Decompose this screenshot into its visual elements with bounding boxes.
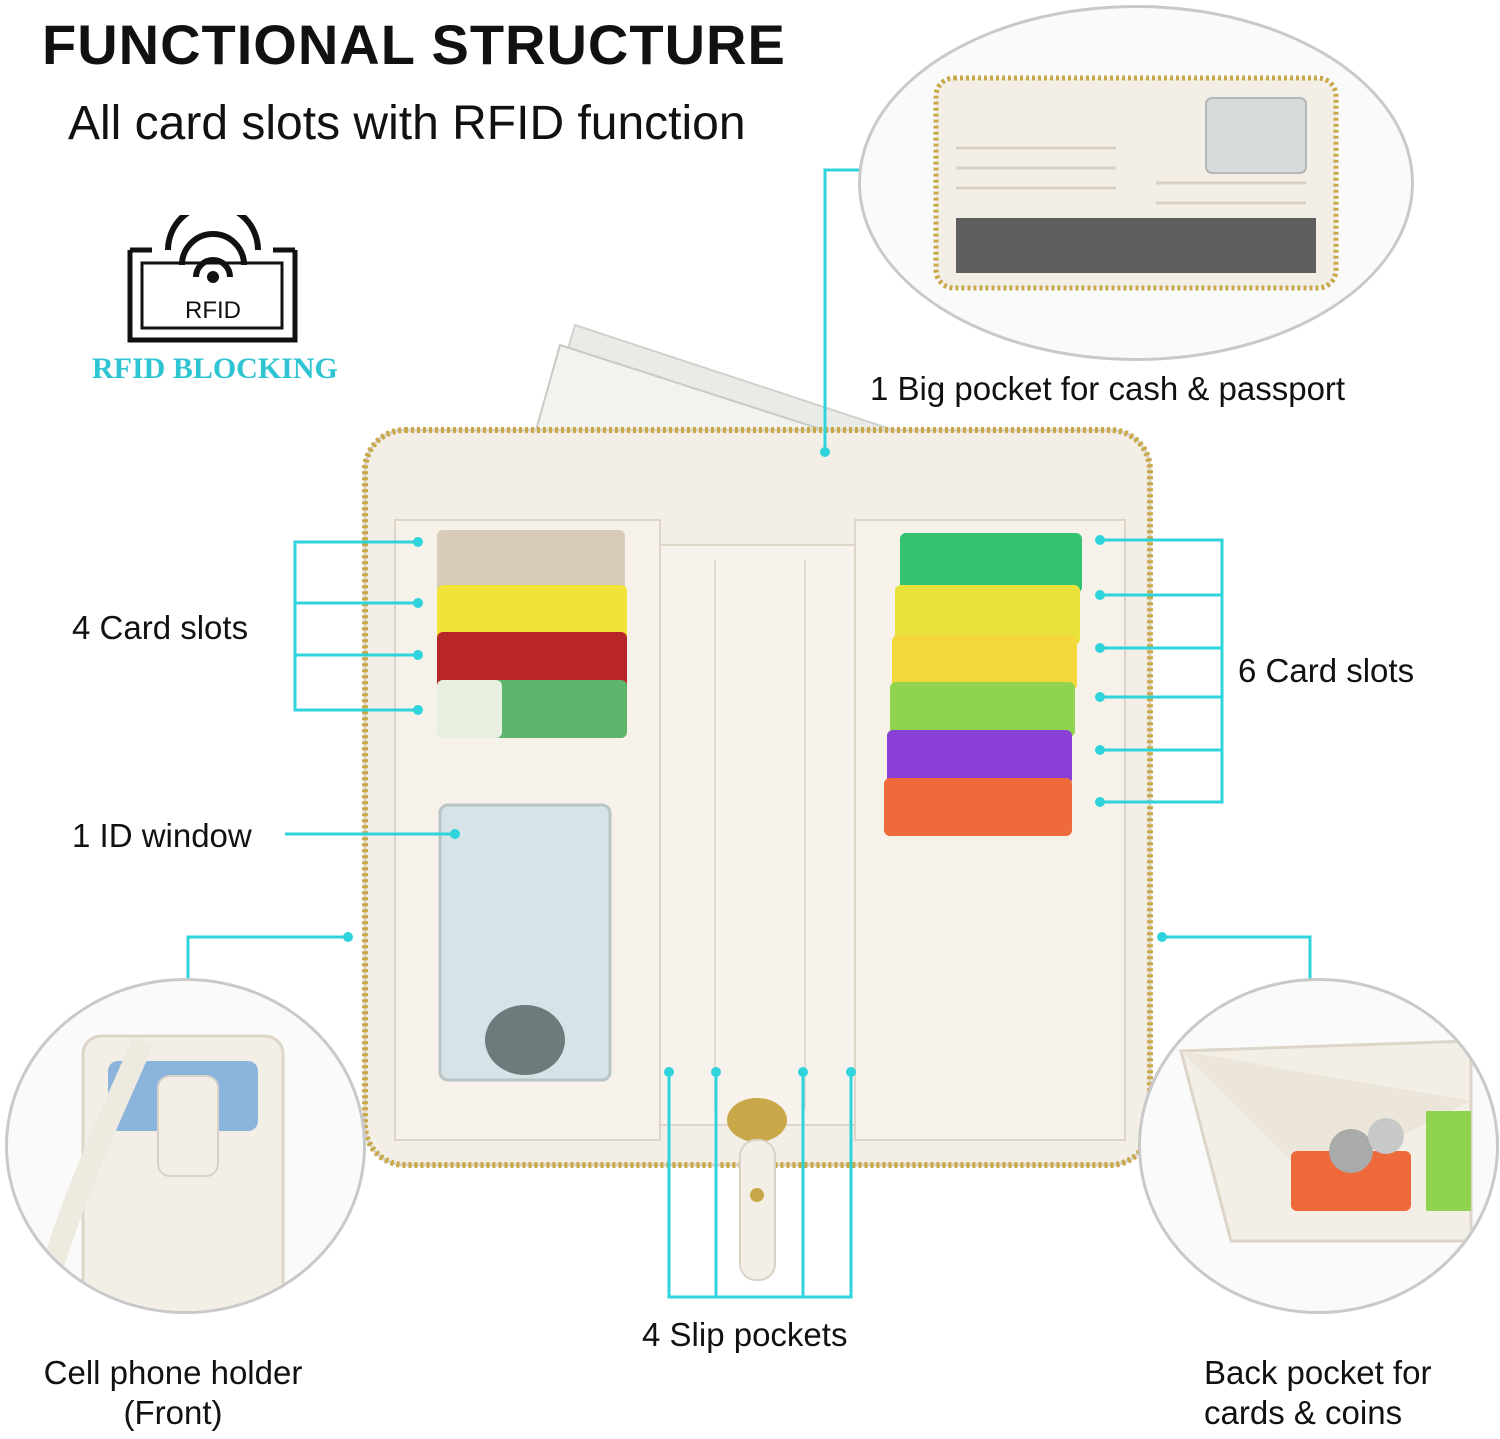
rfid-badge: RFID (120, 202, 305, 350)
page-subtitle: All card slots with RFID function (68, 97, 746, 150)
inset-big-pocket (858, 5, 1414, 361)
callout-back-pocket: Back pocket for cards & coins (1204, 1354, 1431, 1432)
right-cards (884, 533, 1082, 836)
left-cards (437, 530, 627, 738)
callout-big-pocket: 1 Big pocket for cash & passport (870, 370, 1346, 407)
leader-dots (343, 447, 1167, 1077)
callout-phone-holder-line2: (Front) (123, 1394, 223, 1431)
callout-card-slots-right: 6 Card slots (1238, 652, 1415, 689)
inset-back-pocket (1138, 978, 1499, 1314)
callout-card-slots-left: 4 Card slots (72, 609, 249, 646)
page-title: FUNCTIONAL STRUCTURE (42, 13, 786, 76)
rfid-blocking-label: RFID BLOCKING (92, 352, 338, 385)
callout-slip-pockets: 4 Slip pockets (642, 1316, 848, 1353)
rfid-shield-icon (127, 202, 298, 343)
callout-phone-holder-line1: Cell phone holder (43, 1354, 303, 1391)
zipper-pull (727, 1098, 787, 1281)
inset-phone-holder (5, 978, 366, 1314)
callout-phone-holder: Cell phone holder (Front) (28, 1354, 318, 1432)
id-window (438, 803, 612, 1082)
rfid-icon-text: RFID (185, 297, 241, 324)
callout-id-window: 1 ID window (72, 817, 252, 854)
callout-back-pocket-line1: Back pocket for (1204, 1354, 1432, 1391)
leader-lines (186, 168, 1312, 1299)
callout-back-pocket-line2: cards & coins (1204, 1394, 1403, 1431)
